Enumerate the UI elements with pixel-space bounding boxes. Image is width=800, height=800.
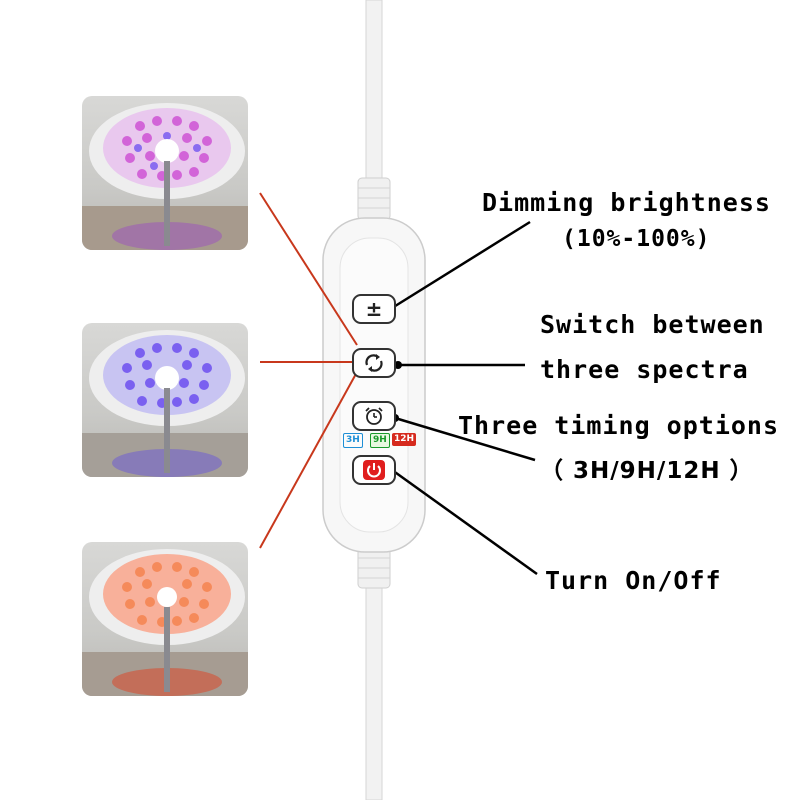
timer-badge-9h: 9H (370, 433, 390, 448)
dimmer-button[interactable]: ± (352, 294, 396, 324)
spectrum-switch-button[interactable] (352, 348, 396, 378)
red-lamp-image (82, 549, 248, 696)
timer-badge-12h: 12H (392, 433, 417, 446)
timing-options-label: Three timing options (458, 411, 780, 440)
switch-spectra-label-line1: Switch between (540, 310, 765, 339)
alarm-clock-icon (365, 407, 383, 425)
cable-strain-relief-bottom (357, 547, 391, 589)
spectrum-pointer-lines (259, 192, 358, 549)
red-spectrum-photo (82, 542, 248, 696)
power-icon (363, 460, 385, 480)
blue-lamp-image (82, 330, 248, 477)
timing-hours-label: （ 3H/9H/12H ） (540, 458, 754, 484)
dimming-range-label: (10%-100%) (562, 226, 711, 252)
purple-spectrum-photo (82, 96, 248, 250)
cable-strain-relief-top (357, 177, 391, 221)
dimming-label: Dimming brightness (482, 188, 771, 217)
switch-spectra-label-line2: three spectra (540, 355, 749, 384)
timer-button[interactable] (352, 401, 396, 431)
timer-badge-3h: 3H (343, 433, 363, 448)
power-label: Turn On/Off (545, 566, 722, 595)
plus-minus-icon: ± (365, 297, 383, 321)
purple-lamp-image (82, 103, 248, 250)
power-button[interactable] (352, 455, 396, 485)
blue-spectrum-photo (82, 323, 248, 477)
feature-pointer-lines (391, 220, 538, 576)
cycle-arrows-icon (365, 354, 383, 372)
